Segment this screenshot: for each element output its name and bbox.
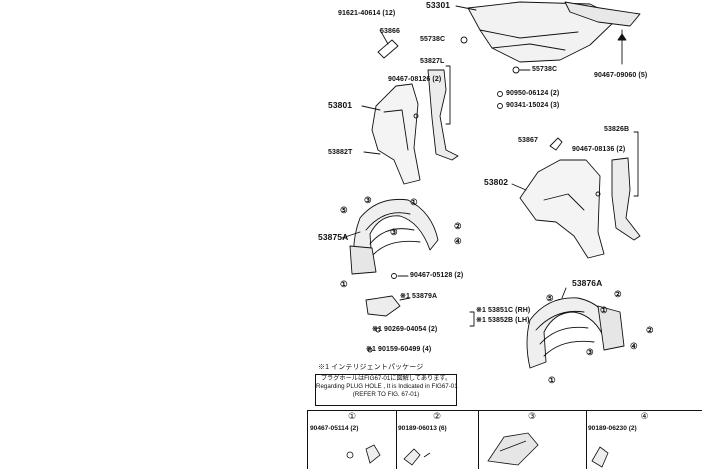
label-90159: ※1 90159-60499 (4)	[366, 346, 432, 353]
clip-55738c-b	[512, 66, 520, 74]
detail-part-1: 90467-05114 (2)	[310, 425, 359, 432]
detail-num-4: ④	[640, 411, 649, 421]
leader-53802	[511, 183, 527, 191]
screw-90159	[367, 347, 373, 353]
detail-part-4: 90189-06230 (2)	[588, 425, 637, 432]
detail-art-4	[591, 446, 609, 468]
note-box: プラグホールはFIG67-01に図解してあります。 Regarding PLUG…	[315, 374, 458, 406]
label-91621: 91621-40614 (12)	[338, 10, 396, 17]
liner-left-ribs	[365, 212, 421, 257]
screw-90467d	[391, 273, 397, 279]
label-53876a: 53876A	[572, 278, 603, 288]
note-line-2: Regarding PLUG HOLE , It is Indicated in…	[316, 383, 458, 390]
screw-90467a	[413, 113, 419, 119]
note-line-3: (REFER TO FIG. 67-01)	[352, 391, 420, 398]
ref-1-left: ①	[410, 197, 418, 207]
bracket-53827l	[445, 65, 451, 125]
ref-5-right: ⑤	[546, 293, 554, 303]
liner-right-ribs	[535, 310, 595, 357]
detail-art-1	[346, 444, 381, 464]
ref-2-right-b: ②	[646, 325, 654, 335]
detail-num-3: ③	[527, 411, 537, 421]
leader-53879a	[399, 297, 411, 301]
label-53882t: 53882T	[328, 149, 353, 156]
detail-cell-4: ④ 90189-06230 (2)	[586, 411, 702, 469]
fender-left	[371, 83, 421, 185]
detail-cell-1: ① 90467-05114 (2)	[308, 411, 397, 469]
screw-90269	[375, 327, 381, 333]
ref-1-left-b: ①	[340, 279, 348, 289]
leader-53801	[361, 105, 381, 111]
leader-hood	[455, 5, 477, 11]
leader-53866	[379, 29, 389, 45]
seal-left	[427, 69, 459, 161]
label-53875a: 53875A	[318, 232, 349, 242]
fender-left-inner	[383, 109, 409, 151]
label-90467d: 90467-05128 (2)	[410, 272, 464, 279]
label-53802: 53802	[484, 177, 509, 187]
ref-3-left: ③	[364, 195, 372, 205]
detail-num-1: ①	[347, 411, 357, 421]
label-90269: ※1 90269-04054 (2)	[372, 326, 438, 333]
seal-right	[611, 157, 641, 241]
note-line-1: プラグホールはFIG67-01に図解してあります。	[320, 375, 452, 382]
screw-90950	[497, 91, 503, 97]
detail-cell-3: ③	[478, 411, 587, 469]
label-53852b: ※1 53852B (LH)	[476, 317, 530, 324]
label-53866: 53866	[380, 28, 400, 35]
bracket-53826b	[633, 131, 639, 197]
ref-4-right: ④	[630, 341, 638, 351]
detail-table: ① 90467-05114 (2) ② 90189-06013 (6) ③	[307, 410, 702, 469]
detail-cell-2: ② 90189-06013 (6)	[396, 411, 479, 469]
leader-53876a	[561, 287, 567, 299]
bracket-53851	[469, 311, 475, 327]
label-55738c-b: 55738C	[532, 66, 558, 73]
label-53301: 53301	[426, 0, 451, 10]
note-title: ※1 インテリジェントパッケージ	[318, 364, 424, 371]
ref-2-left: ②	[454, 221, 462, 231]
detail-num-2: ②	[432, 411, 442, 421]
ref-3-left-b: ③	[390, 227, 398, 237]
label-55738c: 55738C	[420, 36, 446, 43]
label-53801: 53801	[328, 100, 353, 110]
bracket-53866	[377, 39, 399, 59]
hood-hinge	[564, 1, 641, 27]
shield-53879a	[365, 295, 401, 317]
liner-right-flap	[597, 305, 625, 351]
label-53879a: ※1 53879A	[400, 293, 438, 300]
fender-right	[519, 159, 605, 259]
stud-bolt	[617, 33, 627, 41]
clip-53867	[549, 137, 563, 151]
ref-5-left: ⑤	[340, 205, 348, 215]
liner-right	[526, 297, 615, 369]
ref-1-right: ①	[600, 305, 608, 315]
fender-right-inner	[543, 193, 585, 211]
label-90341: 90341-15024 (3)	[506, 102, 560, 109]
label-53826b: 53826B	[604, 126, 630, 133]
screw-90341	[497, 103, 503, 109]
detail-art-2	[403, 448, 431, 466]
ref-3-right: ③	[586, 347, 594, 357]
hood-panel-detail	[479, 29, 579, 51]
detail-part-2: 90189-06013 (6)	[398, 425, 447, 432]
label-90467c: 90467-08136 (2)	[572, 146, 626, 153]
leader-53875a	[341, 231, 361, 239]
liner-left-flap	[349, 245, 377, 275]
label-53867: 53867	[518, 137, 538, 144]
ref-2-right: ②	[614, 289, 622, 299]
ref-4-left: ④	[454, 236, 462, 246]
ref-1-right-b: ①	[548, 375, 556, 385]
label-90950: 90950-06124 (2)	[506, 90, 560, 97]
label-53851c: ※1 53851C (RH)	[476, 307, 531, 314]
label-53827l: 53827L	[420, 58, 445, 65]
screw-90467c	[595, 191, 601, 197]
detail-art-3	[487, 432, 539, 466]
label-90467a: 90467-08126 (2)	[388, 76, 442, 83]
leader-53882t	[363, 151, 381, 155]
label-90467b: 90467-09060 (5)	[594, 72, 648, 79]
clip-55738c	[460, 36, 468, 44]
